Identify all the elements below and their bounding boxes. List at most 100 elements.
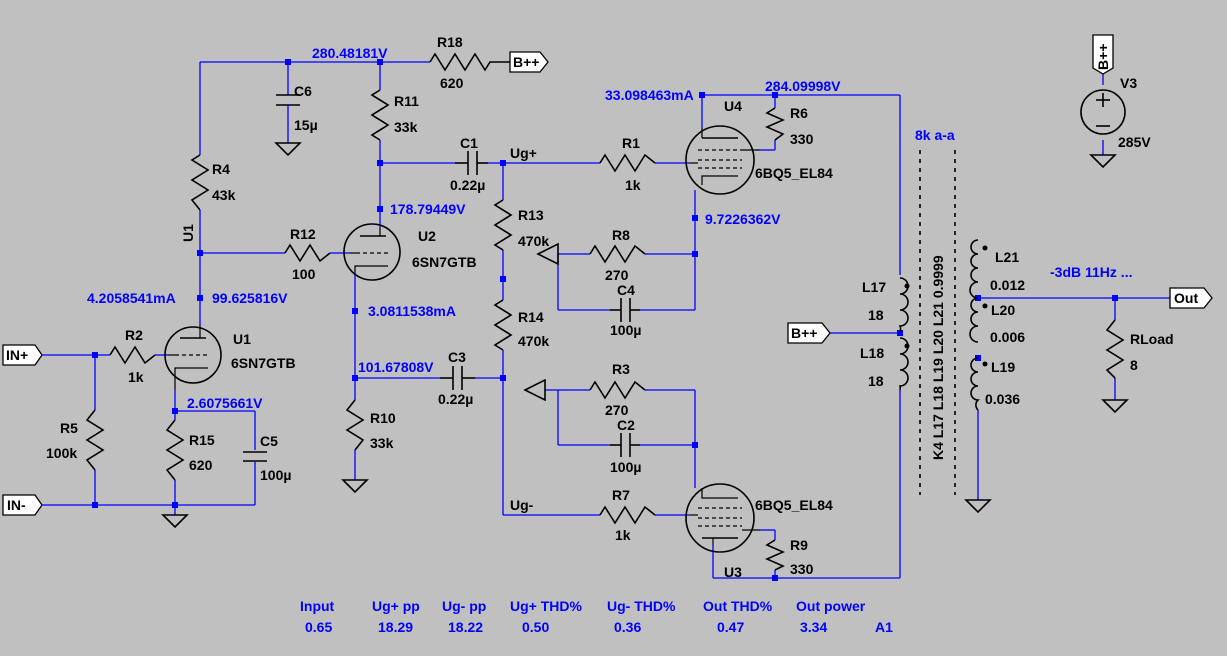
meas-value: 0.47: [717, 619, 744, 635]
meas-label: Ug+ THD%: [510, 598, 583, 614]
r7-name: R7: [612, 487, 630, 503]
op-i-u4-plate: 33.098463mA: [605, 87, 694, 103]
op-v-r18-node: 280.48181V: [312, 45, 388, 61]
r12-name: R12: [290, 226, 316, 242]
ground-r8: [536, 242, 559, 266]
r11-symbol: [370, 89, 390, 141]
op-i-u2-cathode: 3.0811538mA: [368, 303, 456, 319]
l19-value: 0.036: [985, 391, 1020, 407]
c1-symbol: [455, 151, 488, 175]
ground-r10: [341, 479, 369, 494]
c2-value: 100µ: [610, 459, 641, 475]
meas-value: 0.65: [305, 619, 332, 635]
r15-name: R15: [189, 432, 215, 448]
meas-value: 0.36: [614, 619, 641, 635]
r5-value: 100k: [46, 445, 77, 461]
r3-name: R3: [612, 361, 630, 377]
r4-name: R4: [212, 161, 230, 177]
meas-label: Ug- pp: [442, 598, 486, 614]
l21-coil: [969, 239, 979, 299]
c6-name: C6: [294, 83, 312, 99]
ground-r3: [523, 378, 546, 402]
c1-value: 0.22µ: [450, 177, 485, 193]
rload-value: 8: [1130, 357, 1138, 373]
r4-value: 43k: [212, 187, 236, 203]
c2-name: C2: [617, 417, 635, 433]
tube-u4-symbol: [685, 125, 760, 195]
r9-value: 330: [790, 561, 814, 577]
r5-name: R5: [60, 420, 78, 436]
junction-nodes: [92, 59, 1118, 581]
l19-coil: [970, 357, 980, 411]
r13-value: 470k: [518, 233, 549, 249]
r6-symbol: [765, 107, 785, 141]
port-bpp-r18: B++: [513, 54, 539, 70]
r12-value: 100: [292, 266, 316, 282]
c1-name: C1: [460, 135, 478, 151]
r4-symbol: [190, 154, 210, 211]
meas-value: 3.34: [800, 619, 827, 635]
port-bpp-v3: B++: [1095, 44, 1111, 70]
r14-value: 470k: [518, 333, 549, 349]
rload-name: RLoad: [1130, 331, 1174, 347]
r8-value: 270: [605, 267, 629, 283]
v3-value: 285V: [1118, 134, 1151, 150]
l17-value: 18: [868, 307, 884, 323]
net-ug-plus: Ug+: [510, 145, 537, 161]
l21-name: L21: [995, 249, 1019, 265]
r10-symbol: [345, 399, 365, 451]
op-i-u1-plate: 4.2058541mA: [87, 290, 176, 306]
c4-name: C4: [617, 282, 635, 298]
l18-name: L18: [860, 345, 884, 361]
c3-value: 0.22µ: [438, 391, 473, 407]
r18-name: R18: [437, 34, 463, 50]
ground-secondary: [964, 499, 992, 514]
op-v-u1-cathode: 2.6075661V: [187, 395, 263, 411]
op-v-c3-node: 101.67808V: [358, 359, 434, 375]
r15-value: 620: [189, 457, 213, 473]
l20-name: L20: [991, 302, 1015, 318]
r9-name: R9: [790, 537, 808, 553]
c5-symbol: [243, 451, 267, 462]
meas-label: Out THD%: [703, 598, 773, 614]
meas-label: Ug+ pp: [372, 598, 420, 614]
meas-label: Input: [300, 598, 335, 614]
r3-value: 270: [605, 402, 629, 418]
port-bpp-transformer: B++: [791, 325, 817, 341]
op-v-u4-screen: 284.09998V: [765, 78, 841, 94]
annotation-out-directive: -3dB 11Hz ...: [1050, 264, 1132, 280]
cell-ref: A1: [875, 619, 893, 635]
capacitors: [243, 94, 640, 462]
r14-name: R14: [518, 309, 544, 325]
r14-symbol: [493, 299, 513, 351]
c4-symbol: [610, 298, 640, 322]
measurements-row: Input 0.65 Ug+ pp 18.29 Ug- pp 18.22 Ug+…: [300, 598, 893, 635]
meas-label: Ug- THD%: [607, 598, 676, 614]
voltage-source-v3-symbol: [1080, 89, 1126, 135]
port-flags: [2, 34, 1213, 516]
port-in-plus: IN+: [6, 347, 28, 363]
r2-symbol: [109, 345, 156, 365]
grounds: [161, 142, 1129, 529]
annotation-coupling: K4 L17 L18 L19 L20 L21 0.9999: [930, 255, 946, 460]
annotation-transformer-impedance: 8k a-a: [915, 127, 955, 143]
port-out: Out: [1174, 290, 1198, 306]
r2-value: 1k: [128, 369, 144, 385]
output-transformer-symbol: [898, 150, 988, 495]
op-v-u1-plate: 99.625816V: [212, 290, 288, 306]
v3-name: V3: [1120, 75, 1137, 91]
r10-name: R10: [370, 410, 396, 426]
r5-symbol: [85, 409, 105, 471]
u2-name: U2: [418, 228, 436, 244]
u1-model: 6SN7GTB: [231, 355, 296, 371]
c4-value: 100µ: [610, 322, 641, 338]
c3-symbol: [440, 366, 475, 390]
ground-rload: [1101, 399, 1129, 414]
tube-u3-symbol: [685, 483, 760, 553]
r2-name: R2: [125, 327, 143, 343]
c6-symbol: [276, 94, 300, 125]
r13-name: R13: [518, 207, 544, 223]
r7-symbol: [599, 505, 656, 525]
r11-value: 33k: [394, 119, 418, 135]
